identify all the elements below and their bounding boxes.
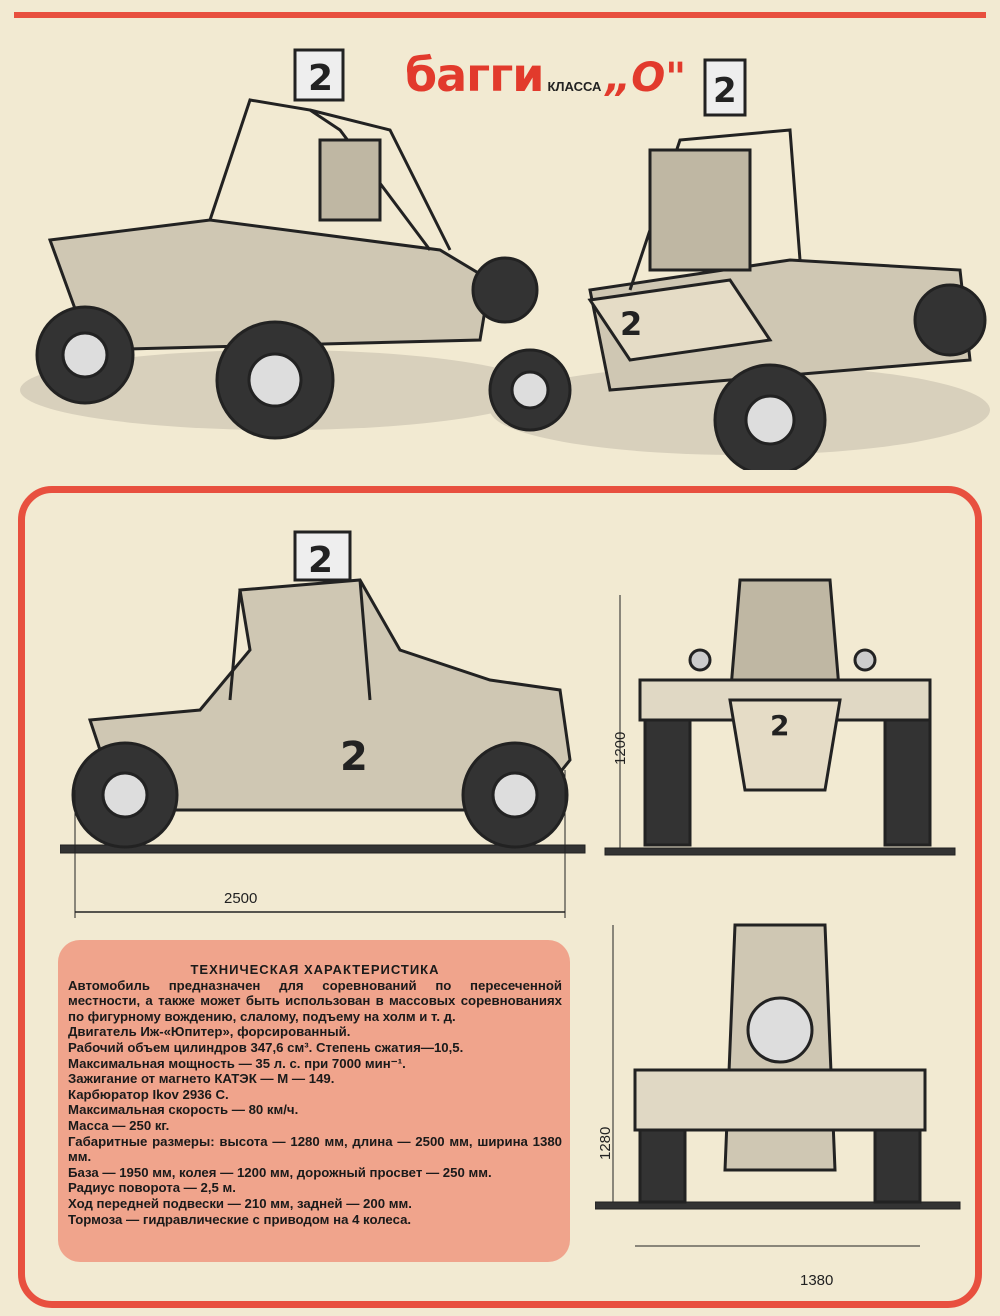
dimension-1200: 1200 xyxy=(612,731,629,765)
spec-line: Ход передней подвески — 210 мм, задней —… xyxy=(68,1195,412,1211)
page-title: багги КЛАССА „О" xyxy=(405,48,686,102)
spec-line: Габаритные размеры: высота — 1280 мм, дл… xyxy=(68,1133,562,1165)
title-main: багги xyxy=(405,48,544,102)
race-number-right: 2 xyxy=(713,71,737,111)
dimension-width: 1380 xyxy=(800,1272,834,1289)
spec-line: Двигатель Иж-«Юпитер», форсированный. xyxy=(68,1024,351,1040)
spec-line: Максимальная скорость — 80 км/ч. xyxy=(68,1102,299,1118)
spec-line: Радиус поворота — 2,5 м. xyxy=(68,1180,236,1196)
technical-specification: ТЕХНИЧЕСКАЯ ХАРАКТЕРИСТИКА Автомобиль пр… xyxy=(58,940,570,1262)
race-number-front: 2 xyxy=(770,709,789,742)
buggy-front-view: 2 xyxy=(604,578,956,856)
title-class: „О" xyxy=(605,55,687,101)
spec-heading: ТЕХНИЧЕСКАЯ ХАРАКТЕРИСТИКА xyxy=(190,962,440,977)
race-number-side: 2 xyxy=(340,734,368,780)
dimension-length: 2500 xyxy=(224,890,258,907)
spec-line: Максимальная мощность — 35 л. с. при 700… xyxy=(68,1055,406,1071)
buggy-side-view: 2 2 xyxy=(60,530,586,918)
spec-line: Карбюратор Ikov 2936 C. xyxy=(68,1086,229,1102)
race-number-left: 2 xyxy=(308,58,333,99)
spec-line: Зажигание от магнето КАТЭК — М — 149. xyxy=(68,1071,335,1087)
title-class-word: КЛАССА xyxy=(547,79,602,94)
spec-line: Тормоза — гидравлические с приводом на 4… xyxy=(68,1211,412,1227)
spec-line: Масса — 250 кг. xyxy=(68,1117,170,1133)
dimension-height: 1280 xyxy=(597,1126,614,1160)
buggy-rear-view xyxy=(595,923,961,1247)
spec-line: Автомобиль предназначен для соревнований… xyxy=(68,977,562,1024)
spec-line: База — 1950 мм, колея — 1200 мм, дорожны… xyxy=(68,1164,492,1180)
spec-line: Рабочий объем цилиндров 347,6 см³. Степе… xyxy=(68,1039,464,1055)
top-rule xyxy=(14,12,986,18)
drawing-frame xyxy=(18,486,982,1308)
buggy-perspective-illustrations: 2 2 2 xyxy=(20,48,990,470)
race-number-hood: 2 xyxy=(620,305,642,343)
race-number-side-plate: 2 xyxy=(308,540,333,581)
